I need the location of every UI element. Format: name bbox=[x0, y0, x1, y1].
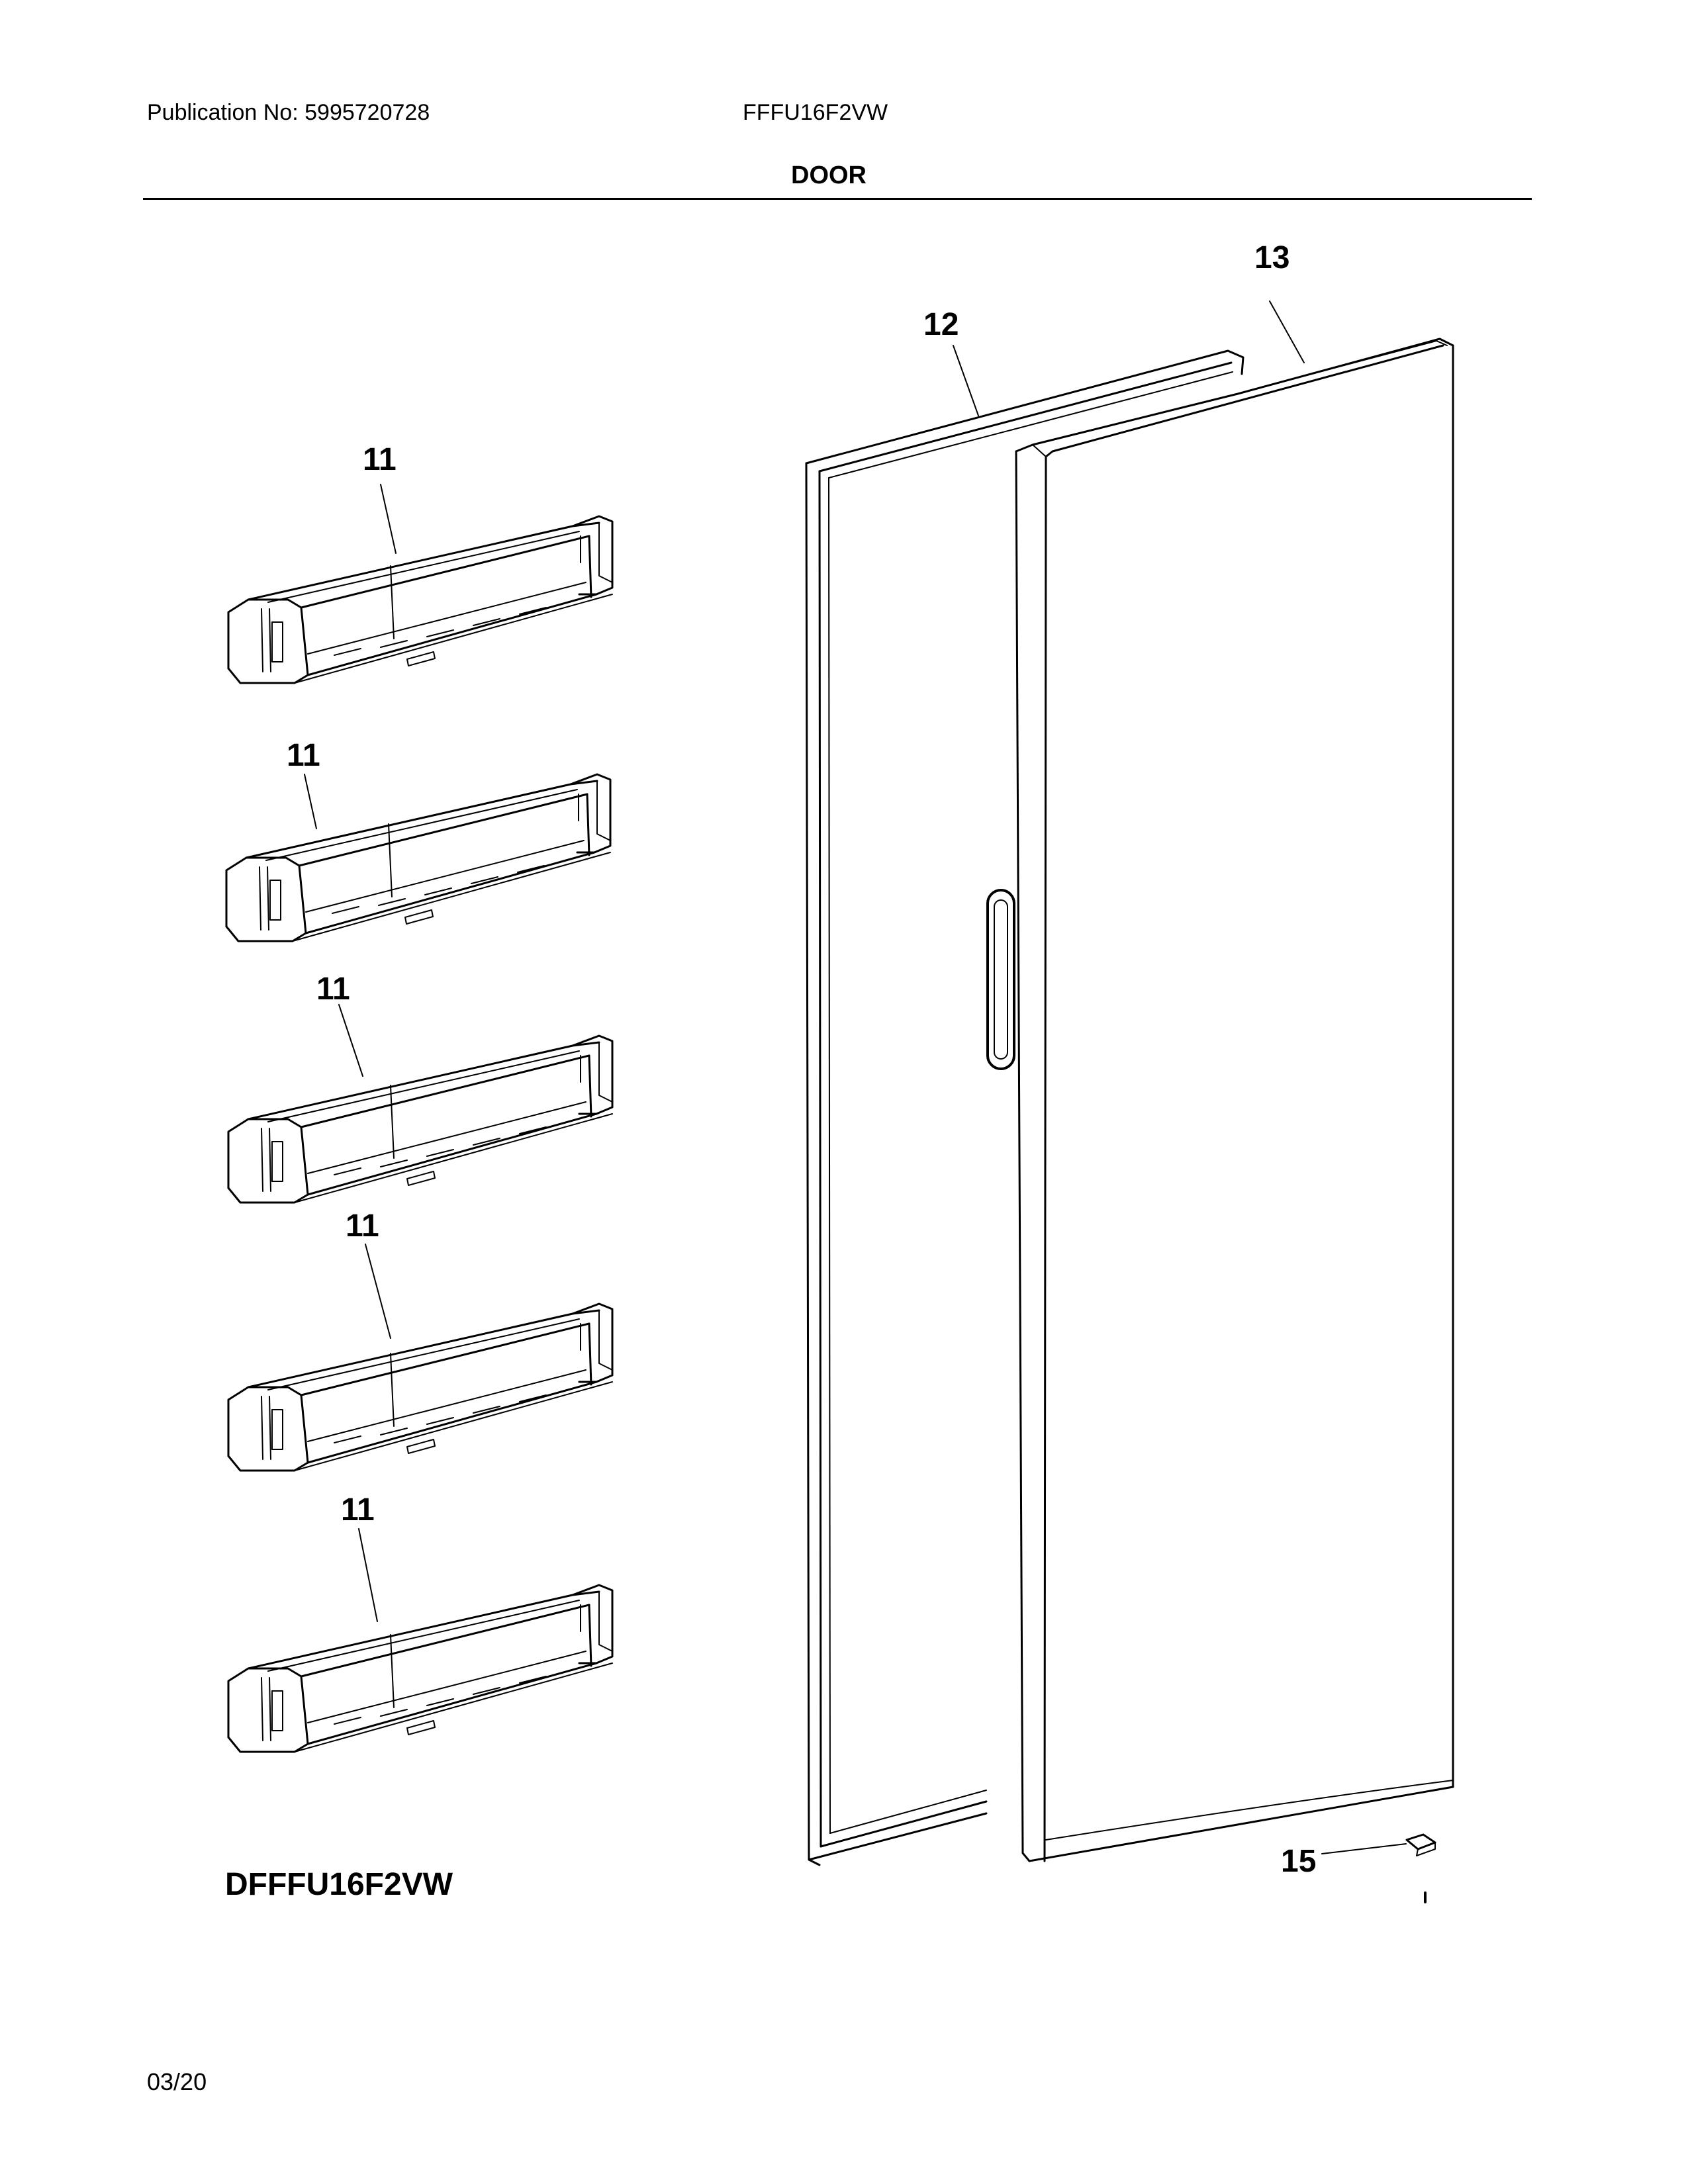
door-bin-5 bbox=[227, 1584, 614, 1753]
model-number: FFFU16F2VW bbox=[743, 100, 888, 125]
door-bin-4 bbox=[227, 1302, 614, 1472]
publication-number: Publication No: 5995720728 bbox=[147, 100, 430, 125]
callout-12: 12 bbox=[923, 307, 959, 342]
callout-11-shelf-1: 11 bbox=[363, 442, 397, 477]
callout-15: 15 bbox=[1281, 1844, 1316, 1879]
door-bin-1 bbox=[227, 515, 614, 684]
header-rule bbox=[143, 198, 1532, 200]
door-bin-2 bbox=[225, 773, 612, 942]
door-bin-3 bbox=[227, 1034, 614, 1204]
diagram-code: DFFFU16F2VW bbox=[225, 1867, 453, 1902]
callout-11-shelf-5: 11 bbox=[341, 1492, 375, 1527]
callout-11-shelf-3: 11 bbox=[316, 972, 350, 1007]
leader-lines bbox=[304, 300, 1407, 1854]
door-panel bbox=[986, 338, 1454, 1862]
page-date: 03/20 bbox=[147, 2068, 207, 2095]
callout-13: 13 bbox=[1254, 240, 1289, 275]
callout-11-shelf-4: 11 bbox=[346, 1208, 379, 1244]
door-gasket bbox=[805, 349, 1244, 1866]
section-title: DOOR bbox=[791, 161, 867, 189]
hinge-part bbox=[1405, 1833, 1436, 1903]
callout-11-shelf-2: 11 bbox=[287, 738, 320, 773]
